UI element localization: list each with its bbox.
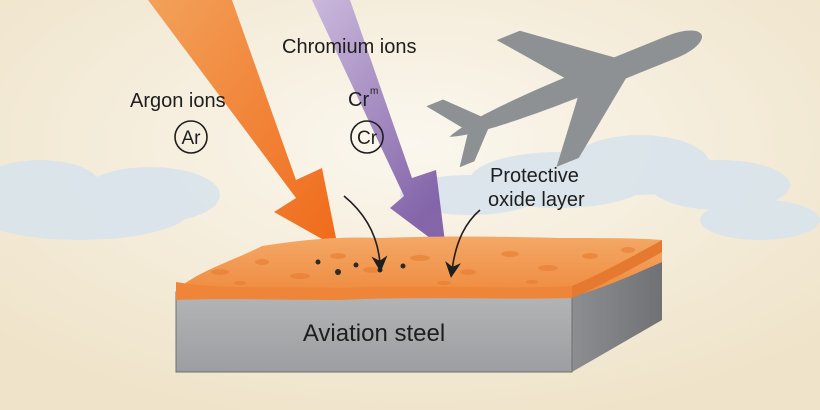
argon-ion-beam	[148, 0, 338, 248]
airplane-silhouette-icon	[426, 30, 703, 168]
steel-block-front	[175, 291, 573, 373]
argon-symbol: Ar	[182, 128, 202, 149]
chromium-formula-text: Cr	[348, 89, 369, 111]
argon-penetration-arrow	[343, 195, 388, 272]
chromium-symbol: Cr	[357, 128, 378, 149]
chromium-formula: Cr m	[348, 86, 378, 111]
chromium-symbol-badge: Cr	[350, 120, 384, 154]
argon-ions-label: Argon ions	[130, 90, 226, 112]
oxide-layer-edge	[176, 282, 572, 300]
oxide-layer-side-edge	[572, 240, 662, 298]
steel-block-side	[572, 242, 662, 372]
protective-layer-label-line1: Protective	[490, 165, 579, 187]
chromium-ion-beam	[312, 0, 446, 250]
oxide-layer-surface	[176, 236, 662, 297]
steel-label: Aviation steel	[303, 320, 445, 347]
oxide-texture	[211, 247, 635, 285]
argon-symbol-badge: Ar	[174, 120, 208, 154]
protective-layer-label-line2: oxide layer	[488, 189, 585, 211]
oxide-pointer-arrow	[445, 209, 481, 278]
chromium-formula-superscript: m	[370, 86, 378, 97]
chromium-ions-label: Chromium ions	[282, 36, 416, 58]
